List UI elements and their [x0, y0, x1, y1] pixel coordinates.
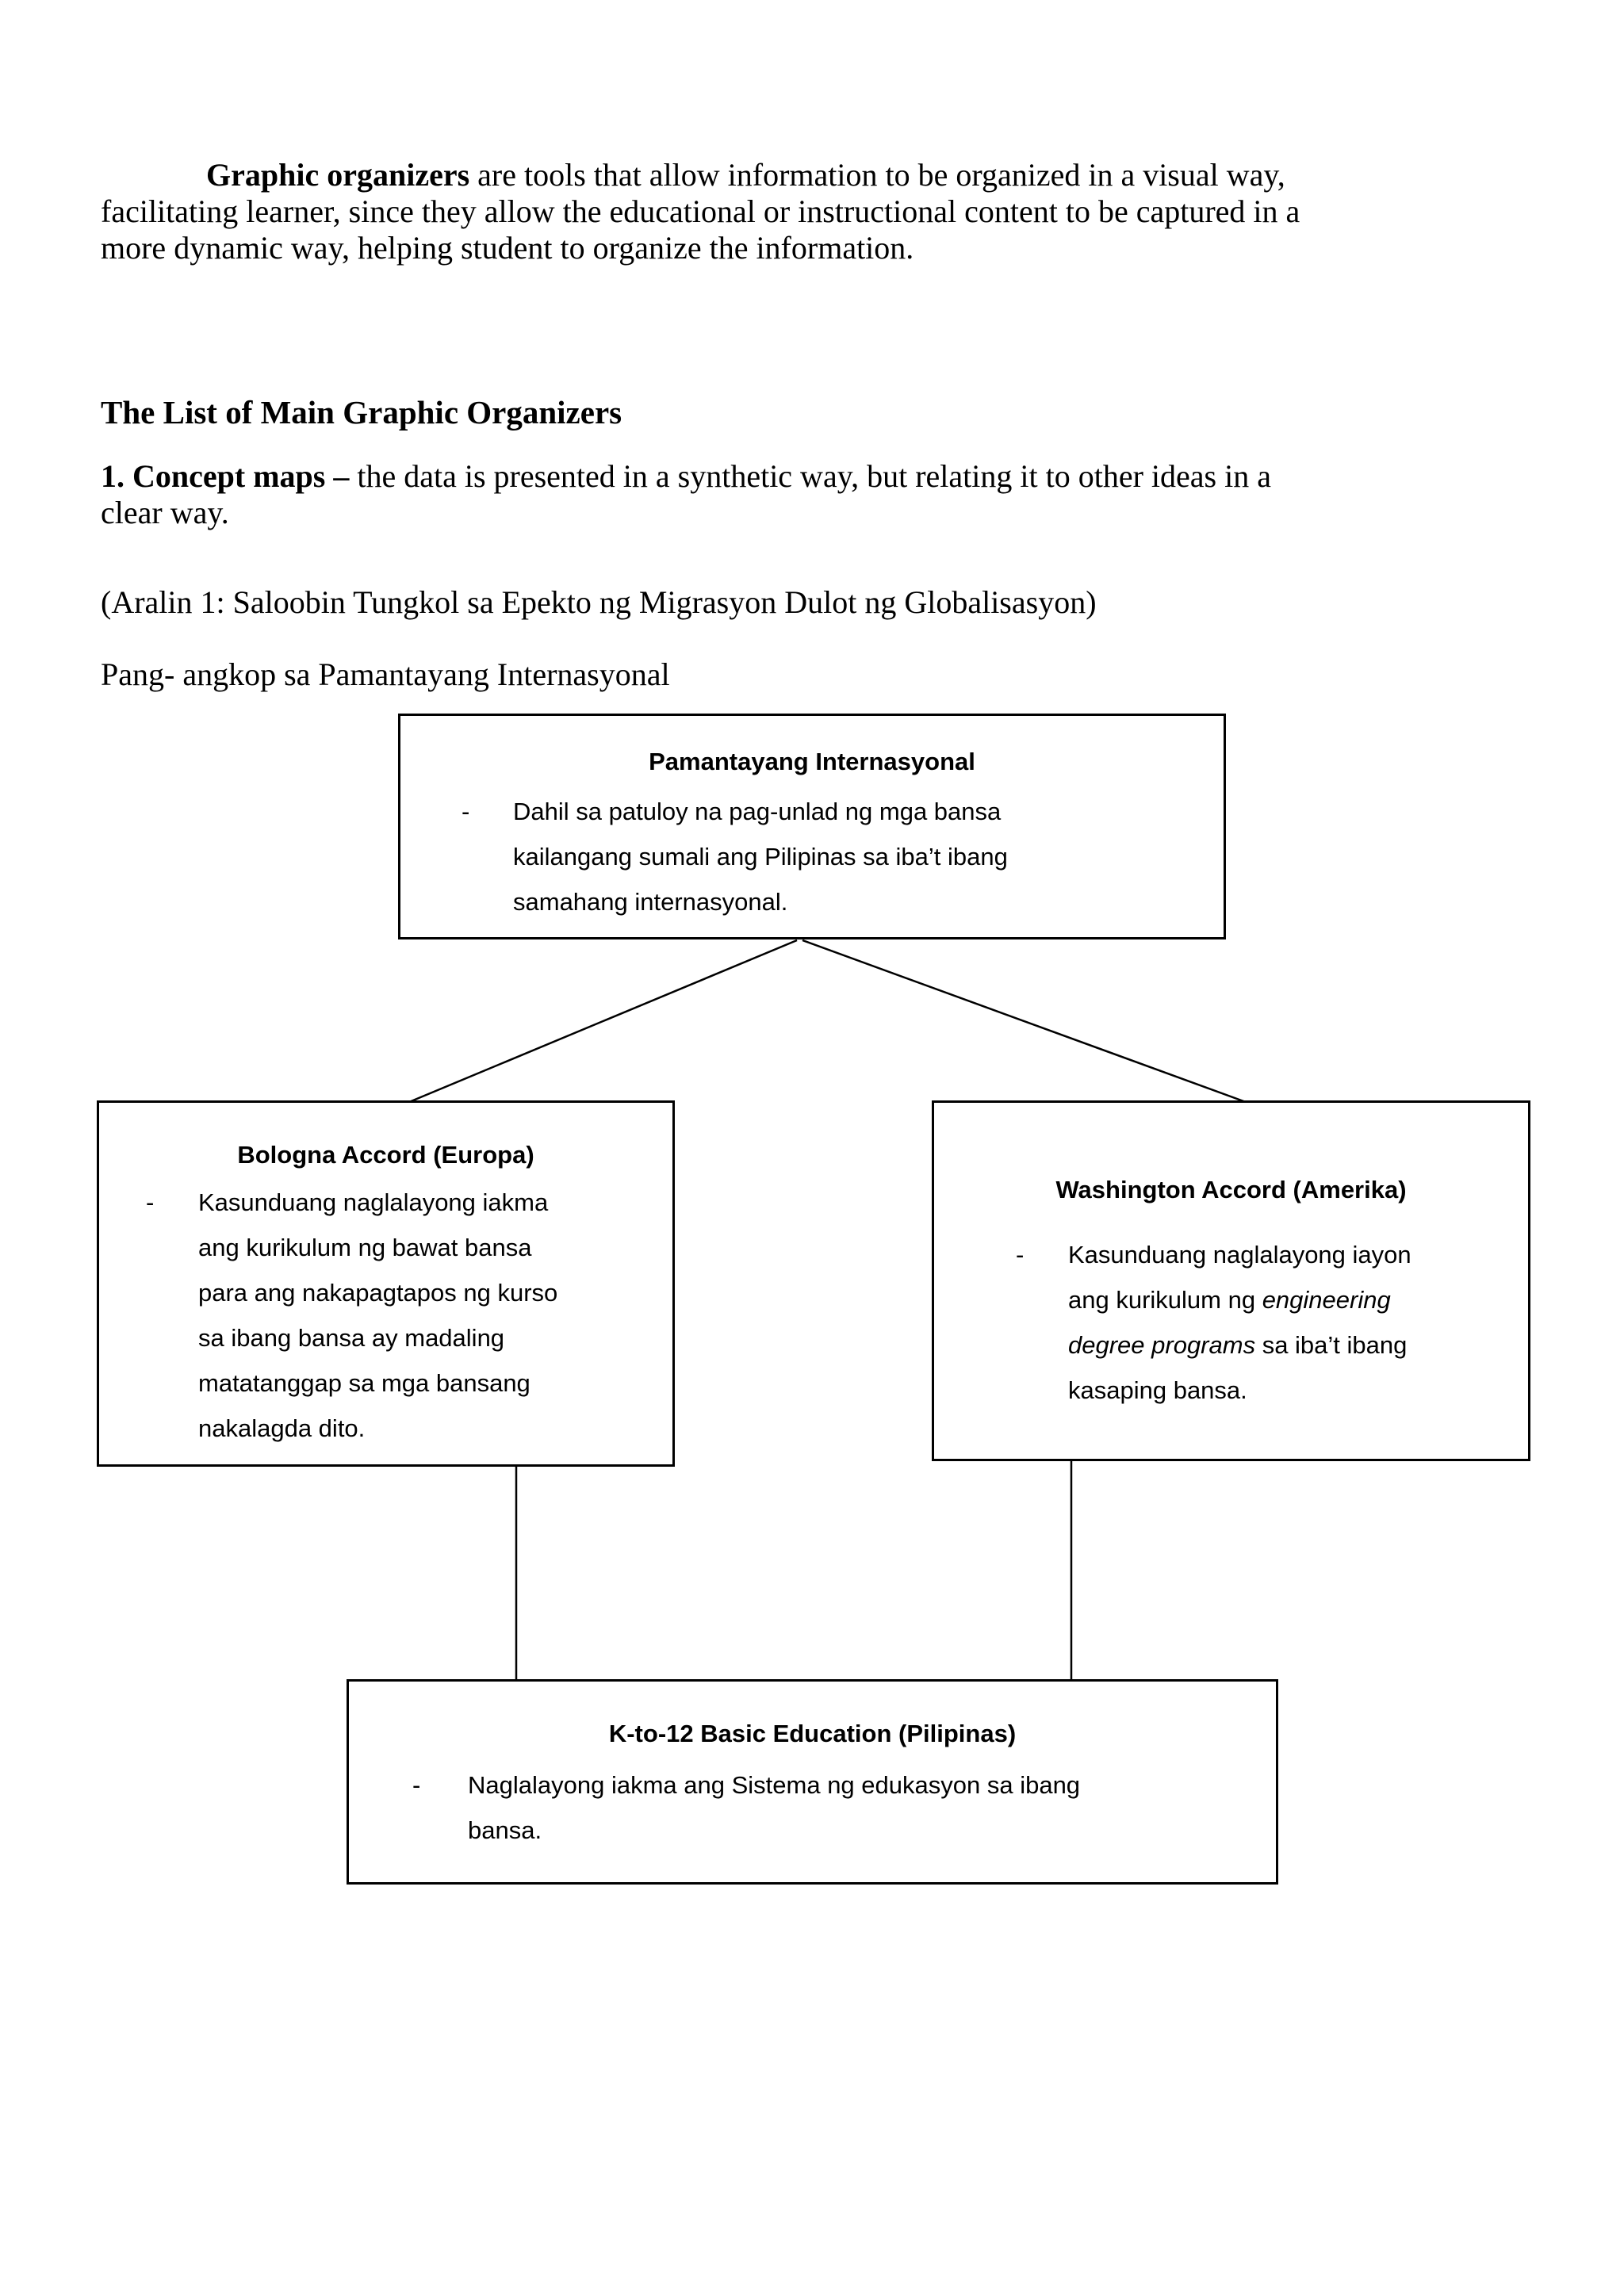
node-bullet: - Kasunduang naglalayong iayon ang kurik…: [934, 1232, 1528, 1413]
bullet-text: Kasunduang naglalayong iayon ang kurikul…: [1068, 1232, 1528, 1413]
node-title: Bologna Accord (Europa): [237, 1141, 534, 1169]
bullet-text: Kasunduang naglalayong iakma ang kurikul…: [198, 1188, 558, 1442]
intro-paragraph: Graphic organizers are tools that allow …: [101, 157, 1584, 266]
list-item-text: the data is presented in a synthetic way…: [101, 458, 1271, 530]
bullet-text-italic: engineering degree programs: [1068, 1286, 1391, 1359]
list-item-concept-maps: 1. Concept maps – the data is presented …: [101, 458, 1584, 531]
concept-node-bologna-accord: Bologna Accord (Europa) - Kasunduang nag…: [97, 1100, 675, 1467]
node-bullet: - Dahil sa patuloy na pag-unlad ng mga b…: [400, 789, 1224, 924]
bullet-text: Dahil sa patuloy na pag-unlad ng mga ban…: [513, 798, 1008, 916]
bullet-text-regular: sa iba’t ibang kasaping bansa.: [1068, 1331, 1408, 1404]
intro-paragraph-text: are tools that allow information to be o…: [101, 157, 1300, 266]
node-title: Washington Accord (Amerika): [1055, 1176, 1407, 1203]
diagram-caption: Pang- angkop sa Pamantayang Internasyona…: [101, 656, 670, 692]
connector-top-to-left-line: [408, 939, 798, 1104]
node-title: K-to-12 Basic Education (Pilipinas): [608, 1720, 1017, 1747]
bullet-dash: -: [412, 1771, 421, 1799]
list-item-number-bold: 1. Concept maps –: [101, 458, 350, 494]
bullet-dash: -: [1016, 1241, 1025, 1269]
bullet-text-regular: Kasunduang naglalayong iayon ang kurikul…: [1068, 1241, 1411, 1314]
node-title: Pamantayang Internasyonal: [649, 748, 975, 775]
bullet-dash: -: [146, 1188, 155, 1216]
aralin-note: (Aralin 1: Saloobin Tungkol sa Epekto ng…: [101, 584, 1097, 620]
concept-node-k-to-12: K-to-12 Basic Education (Pilipinas) - Na…: [347, 1679, 1278, 1885]
bullet-dash: -: [462, 798, 470, 825]
intro-lead-bold: Graphic organizers: [206, 157, 470, 193]
node-bullet: - Kasunduang naglalayong iakma ang kurik…: [99, 1180, 672, 1451]
node-bullet: - Naglalayong iakma ang Sistema ng eduka…: [349, 1762, 1276, 1853]
section-heading: The List of Main Graphic Organizers: [101, 394, 622, 430]
concept-node-pamantayang-internasyonal: Pamantayang Internasyonal - Dahil sa pat…: [398, 714, 1226, 939]
bullet-text: Naglalayong iakma ang Sistema ng edukasy…: [468, 1771, 1081, 1844]
concept-node-washington-accord: Washington Accord (Amerika) - Kasunduang…: [932, 1100, 1530, 1461]
connector-top-to-right-line: [802, 939, 1247, 1104]
